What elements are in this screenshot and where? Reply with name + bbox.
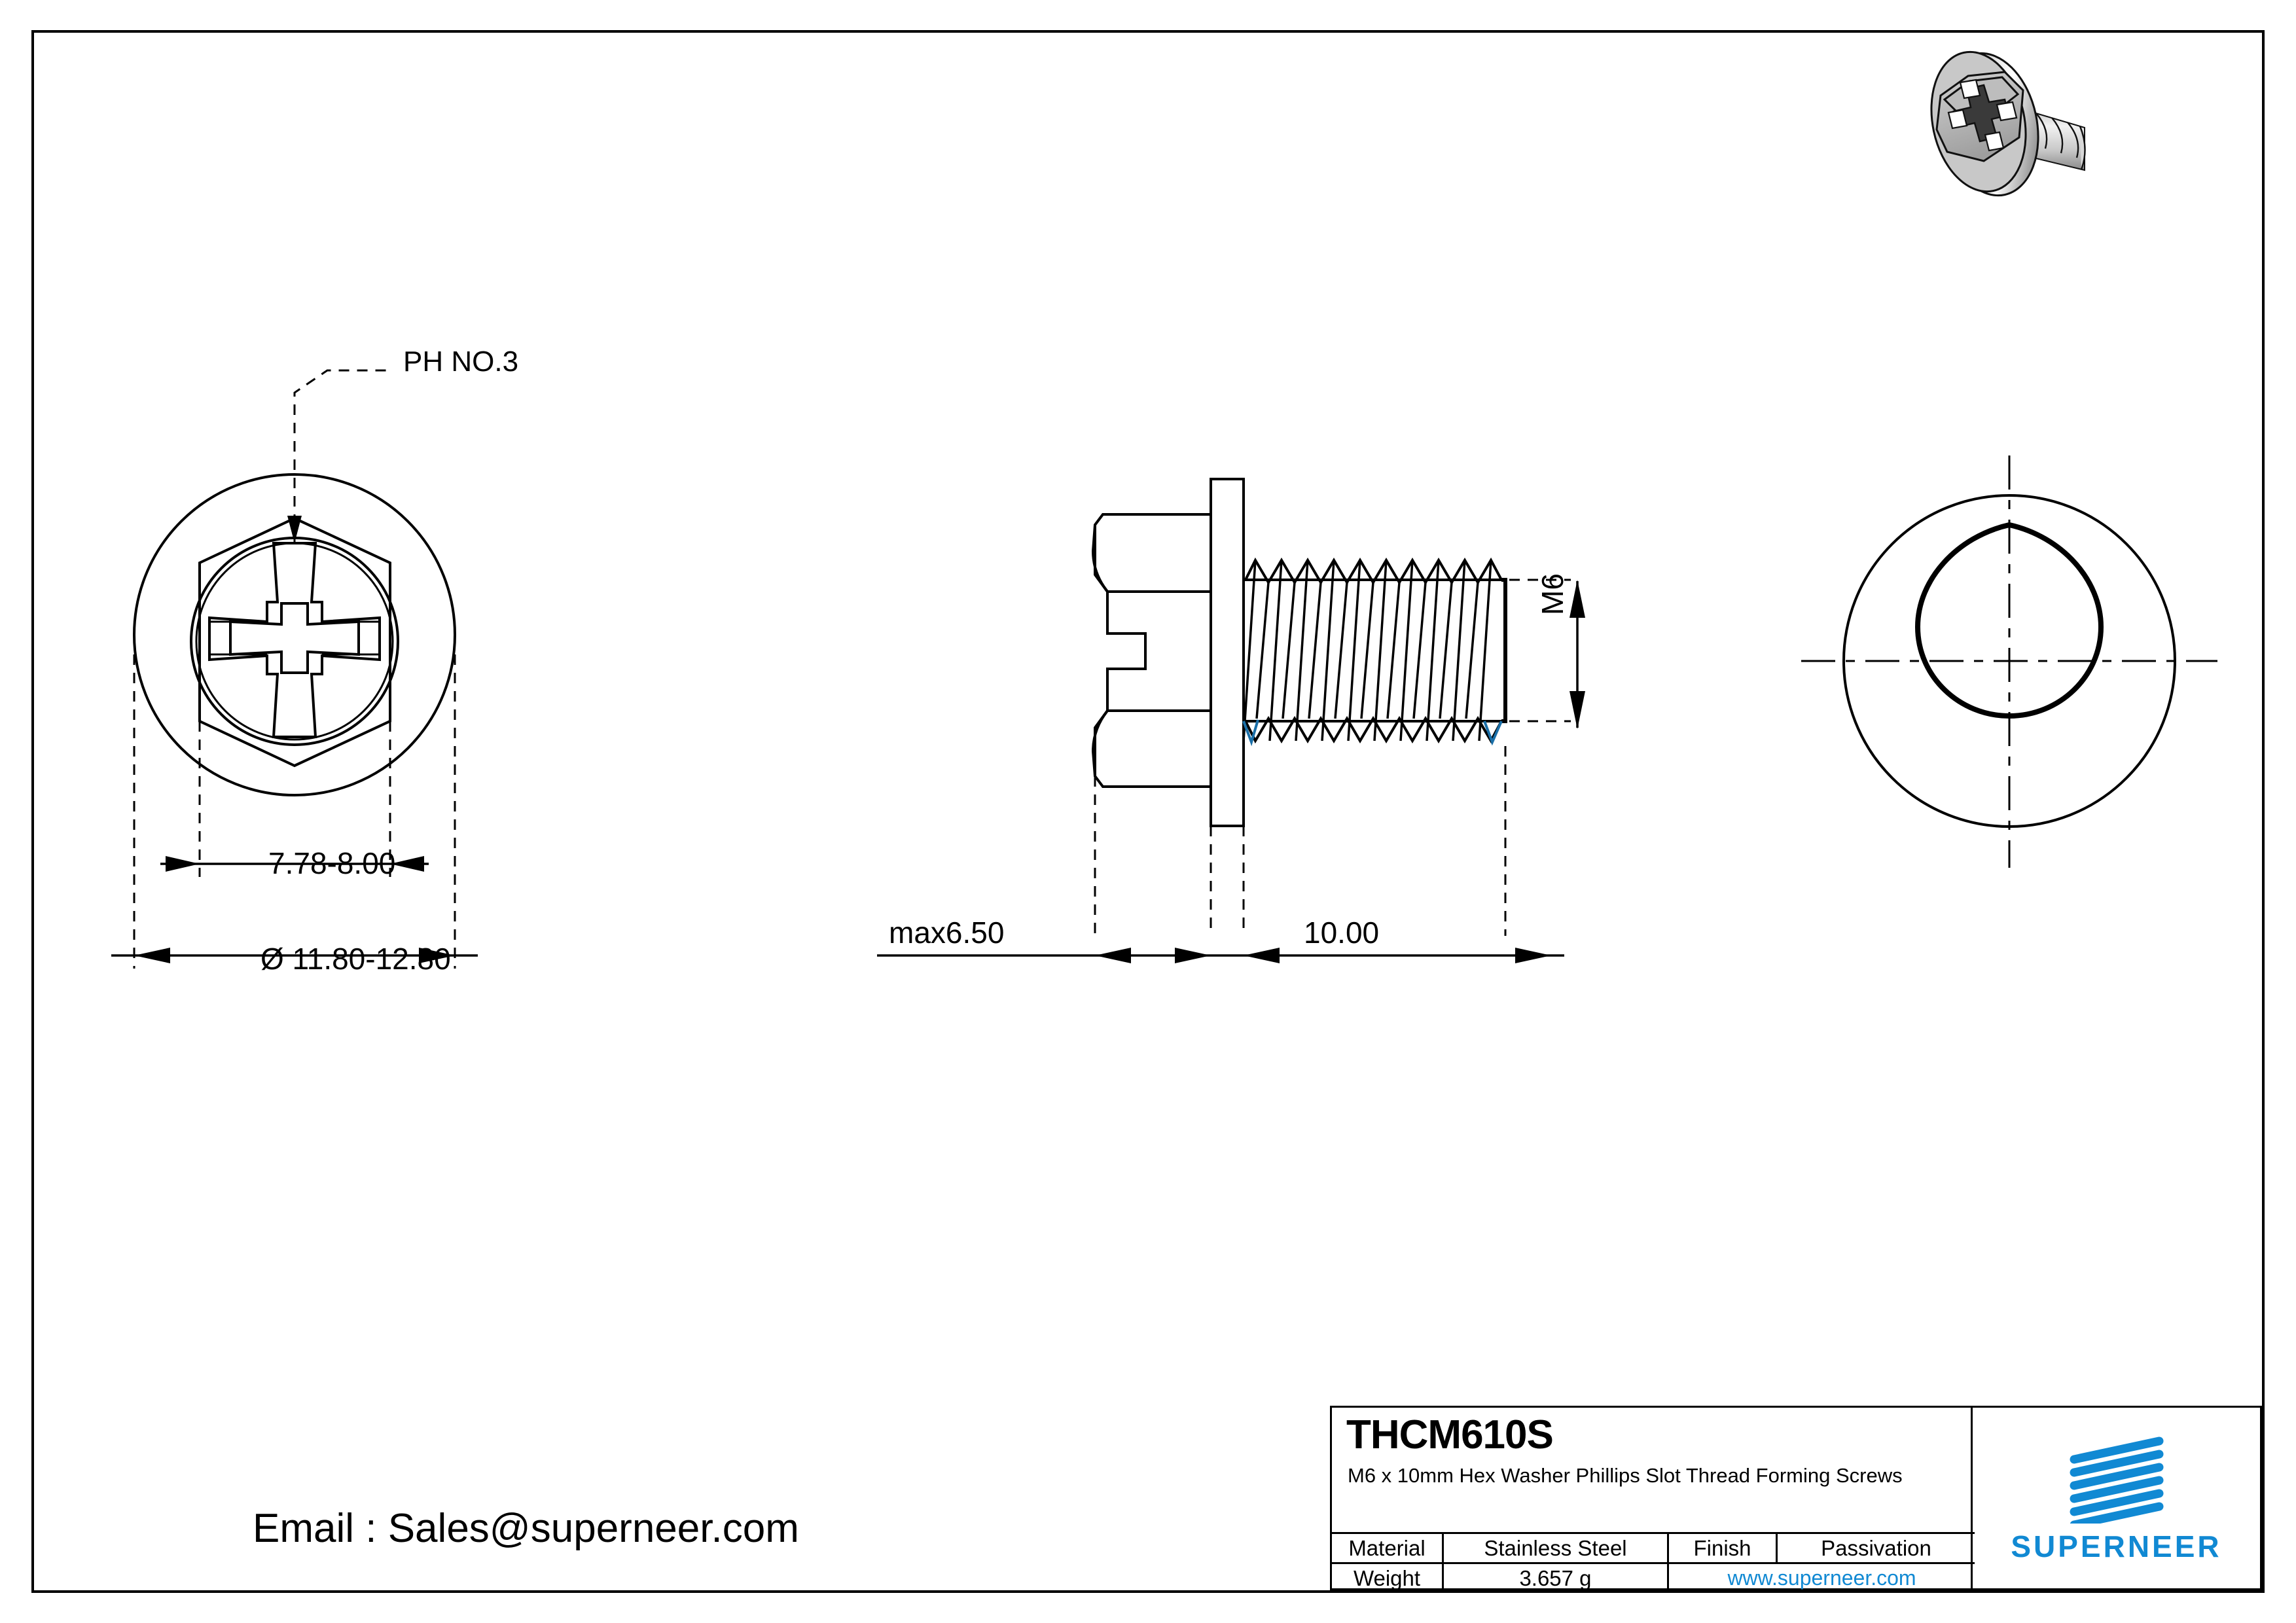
part-description: M6 x 10mm Hex Washer Phillips Slot Threa… xyxy=(1348,1464,1903,1487)
dim-head-diameter-label: Ø 11.80-12.80 xyxy=(260,942,451,976)
arrow-max650-left xyxy=(1095,948,1131,963)
dim-across-flats-label: 7.78-8.00 xyxy=(268,846,396,880)
ph-size-label: PH NO.3 xyxy=(403,346,519,378)
brand-logo-block: SUPERNEER xyxy=(1973,1406,2262,1590)
dim-head-height-label: max6.50 xyxy=(889,916,1005,950)
m6-dimension-group xyxy=(1570,580,1585,729)
shank-body xyxy=(1242,579,1507,722)
thread-root-bottom xyxy=(1244,716,1503,744)
material-value: Stainless Steel xyxy=(1442,1534,1667,1562)
ph-leader-line xyxy=(293,369,386,543)
dim-thread-size-label: M6 xyxy=(1535,573,1570,615)
head-on-view xyxy=(111,369,478,969)
washer-outline xyxy=(133,473,456,796)
trilobular-section-view xyxy=(1801,455,2217,868)
ph-leader-arrow xyxy=(287,516,302,543)
finish-label: Finish xyxy=(1667,1534,1776,1562)
phillips-recess xyxy=(208,542,381,738)
part-code: THCM610S xyxy=(1346,1412,1554,1457)
hex-head-outline xyxy=(198,516,391,768)
washer-flange-profile xyxy=(1210,478,1245,827)
email-text: Email : Sales@superneer.com xyxy=(253,1506,799,1551)
arrow-1000-right xyxy=(1515,948,1551,963)
weight-row: Weight 3.657 g www.superneer.com xyxy=(1332,1562,1975,1592)
superneer-mark-icon xyxy=(2070,1436,2163,1524)
side-elevation-view xyxy=(1091,478,1571,936)
length-dimension-group xyxy=(877,948,1564,963)
brand-wordmark: SUPERNEER xyxy=(2011,1529,2222,1563)
title-block-left: THCM610S M6 x 10mm Hex Washer Phillips S… xyxy=(1330,1406,1975,1592)
head-slot-profile xyxy=(1094,592,1147,729)
hex-head-profile xyxy=(1094,513,1212,593)
arrow-max650-right xyxy=(1175,948,1211,963)
arrow-1000-left xyxy=(1244,948,1280,963)
material-row: Material Stainless Steel Finish Passivat… xyxy=(1332,1532,1975,1562)
material-label: Material xyxy=(1348,1535,1426,1560)
weight-label: Weight xyxy=(1353,1565,1421,1590)
weight-value: 3.657 g xyxy=(1442,1564,1667,1592)
isometric-screw-render xyxy=(1930,50,2086,197)
finish-value: Passivation xyxy=(1776,1534,1975,1562)
sheet-border xyxy=(31,30,2265,1593)
website-link[interactable]: www.superneer.com xyxy=(1667,1564,1975,1592)
dim-thread-length-label: 10.00 xyxy=(1304,916,1380,950)
title-block: THCM610S M6 x 10mm Hex Washer Phillips S… xyxy=(1330,1406,2262,1592)
